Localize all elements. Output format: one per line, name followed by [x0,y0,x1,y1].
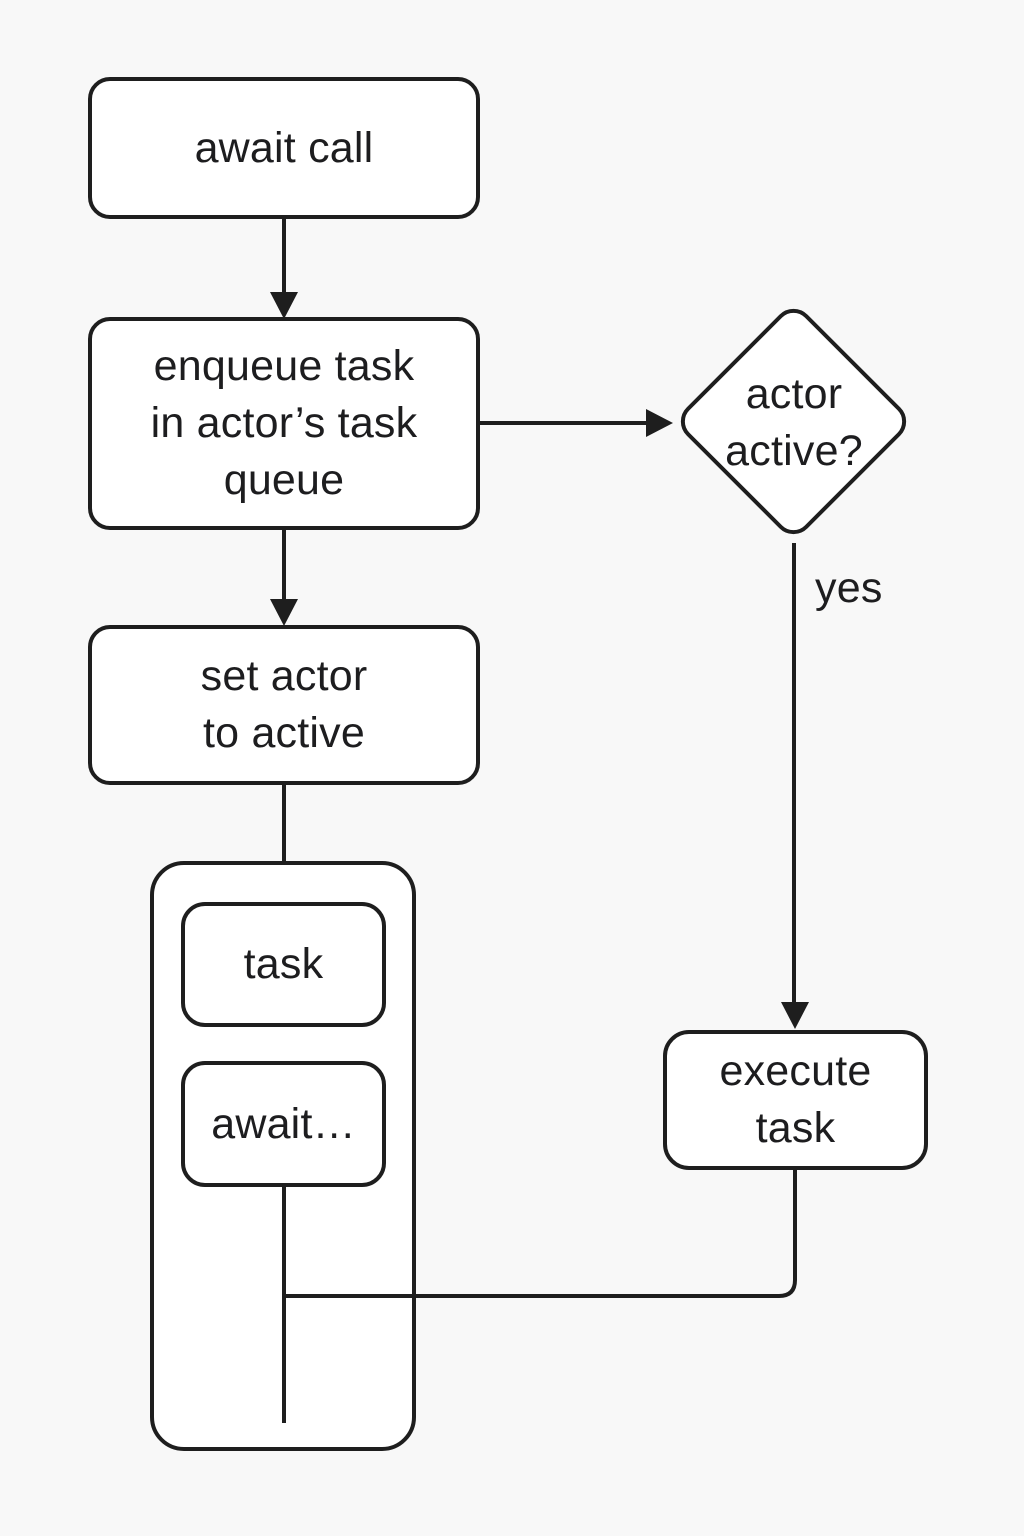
arrowhead-execute [781,1002,809,1029]
node-actor-active-label: actor active? [725,370,863,475]
edge-label-yes: yes [815,564,883,612]
node-task: task [181,902,386,1027]
arrowhead-enqueue [270,292,298,319]
node-enqueue-task: enqueue task in actor’s task queue [88,317,480,530]
node-set-actor-active: set actor to active [88,625,480,785]
arrowhead-actoractive [646,409,673,437]
arrowhead-setactive [270,599,298,626]
node-await-call: await call [88,77,480,219]
node-await-ellipsis: await… [181,1061,386,1187]
node-execute-task: execute task [663,1030,928,1170]
